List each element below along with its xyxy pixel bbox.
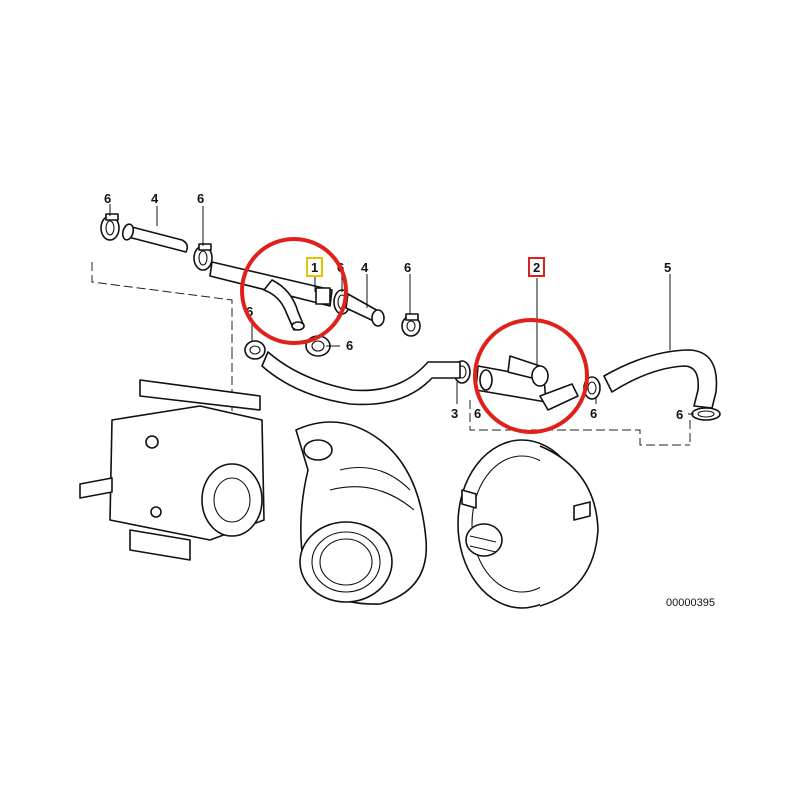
callout-labels: 6 4 6 1 6 4 6 2 5 6 6 3 6 6 6 00000395 bbox=[104, 191, 715, 609]
callout-6: 6 bbox=[197, 191, 204, 206]
diagram-code: 00000395 bbox=[666, 597, 715, 609]
callout-6: 6 bbox=[474, 406, 481, 421]
clamp-6-f bbox=[401, 313, 421, 337]
callout-6: 6 bbox=[246, 304, 253, 319]
highlight-ring-part-1 bbox=[240, 237, 348, 345]
callout-6: 6 bbox=[346, 338, 353, 353]
hose-part-5 bbox=[603, 349, 718, 409]
callout-6: 6 bbox=[590, 406, 597, 421]
clamp-6-c bbox=[244, 340, 266, 360]
callout-6: 6 bbox=[676, 407, 683, 422]
callout-6: 6 bbox=[404, 260, 411, 275]
callout-2: 2 bbox=[533, 260, 540, 275]
hose-part-3 bbox=[261, 351, 461, 406]
brake-booster bbox=[457, 439, 599, 609]
t-pipe-part-1 bbox=[209, 261, 333, 331]
callout-1: 1 bbox=[311, 260, 318, 275]
callout-4: 4 bbox=[151, 191, 159, 206]
part-1-highlight-box bbox=[306, 257, 323, 277]
callout-5: 5 bbox=[664, 260, 671, 275]
callout-4: 4 bbox=[361, 260, 369, 275]
part-2-highlight-box bbox=[528, 257, 545, 277]
hose-4-left bbox=[121, 223, 189, 253]
intake-boot bbox=[295, 421, 428, 605]
highlight-ring-part-2 bbox=[473, 318, 589, 434]
throttle-body bbox=[79, 379, 265, 561]
hose-4-right bbox=[345, 293, 385, 327]
callout-6: 6 bbox=[104, 191, 111, 206]
clamp-6-b bbox=[193, 243, 213, 271]
clamp-6-a bbox=[100, 213, 120, 241]
callout-3: 3 bbox=[451, 406, 458, 421]
highlight-rings bbox=[240, 237, 589, 434]
clamp-6-i bbox=[691, 407, 721, 421]
connector-part-2 bbox=[475, 355, 579, 411]
